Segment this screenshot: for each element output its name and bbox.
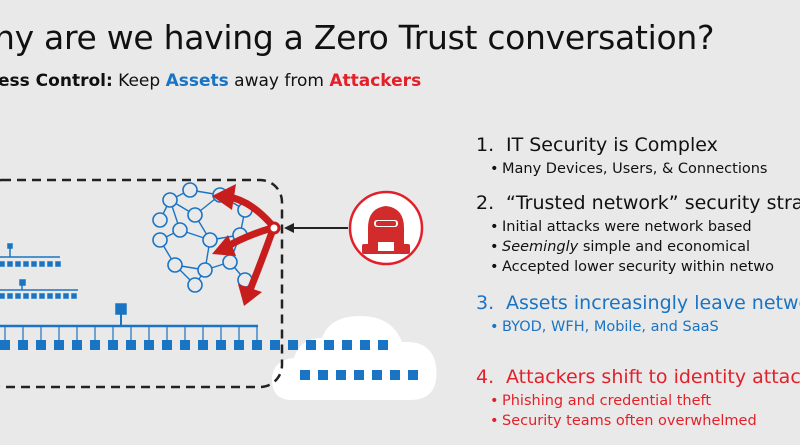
attack-arrows bbox=[212, 184, 276, 306]
bullet: Accepted lower security within netwo bbox=[490, 257, 800, 277]
point-number: 1. bbox=[476, 134, 495, 156]
point-3: 3. Assets increasingly leave netwo BYOD, … bbox=[476, 292, 800, 337]
bullet: Initial attacks were network based bbox=[490, 217, 800, 237]
point-heading: “Trusted network” security stra bbox=[506, 192, 800, 214]
bullet: BYOD, WFH, Mobile, and SaaS bbox=[490, 317, 800, 337]
point-number: 2. bbox=[476, 192, 495, 214]
hacker-icon bbox=[348, 190, 424, 266]
point-number: 4. bbox=[476, 366, 495, 388]
subtitle-text: Keep bbox=[112, 71, 166, 91]
bullet: Seemingly simple and economical bbox=[490, 237, 800, 257]
network-boundary bbox=[0, 178, 284, 389]
bullet: Phishing and credential theft bbox=[490, 391, 800, 411]
org-tree-icons bbox=[0, 243, 258, 328]
cloud-icon bbox=[272, 316, 437, 400]
bullet-text: simple and economical bbox=[582, 239, 751, 255]
attackers-word: Attackers bbox=[329, 71, 422, 91]
italic-word: Seemingly bbox=[502, 239, 579, 255]
point-heading: Attackers shift to identity attac bbox=[506, 366, 800, 388]
point-heading: Assets increasingly leave netwo bbox=[506, 292, 800, 314]
assets-word: Assets bbox=[165, 71, 229, 91]
point-1: 1. IT Security is Complex Many Devices, U… bbox=[476, 134, 767, 179]
point-2: 2. “Trusted network” security stra Initia… bbox=[476, 192, 800, 277]
device-row bbox=[0, 340, 418, 380]
point-number: 3. bbox=[476, 292, 495, 314]
subtitle-text-2: away from bbox=[228, 71, 330, 91]
subtitle-label: ess Control: bbox=[0, 71, 113, 91]
bullet: Security teams often overwhelmed bbox=[490, 411, 800, 431]
point-4: 4. Attackers shift to identity attac Phis… bbox=[476, 366, 800, 431]
bullet: Many Devices, Users, & Connections bbox=[490, 159, 768, 179]
entry-point bbox=[267, 221, 281, 235]
page-title: hy are we having a Zero Trust conversati… bbox=[0, 18, 715, 57]
point-heading: IT Security is Complex bbox=[506, 134, 718, 156]
subtitle: ess Control: Keep Assets away from Attac… bbox=[0, 71, 421, 91]
